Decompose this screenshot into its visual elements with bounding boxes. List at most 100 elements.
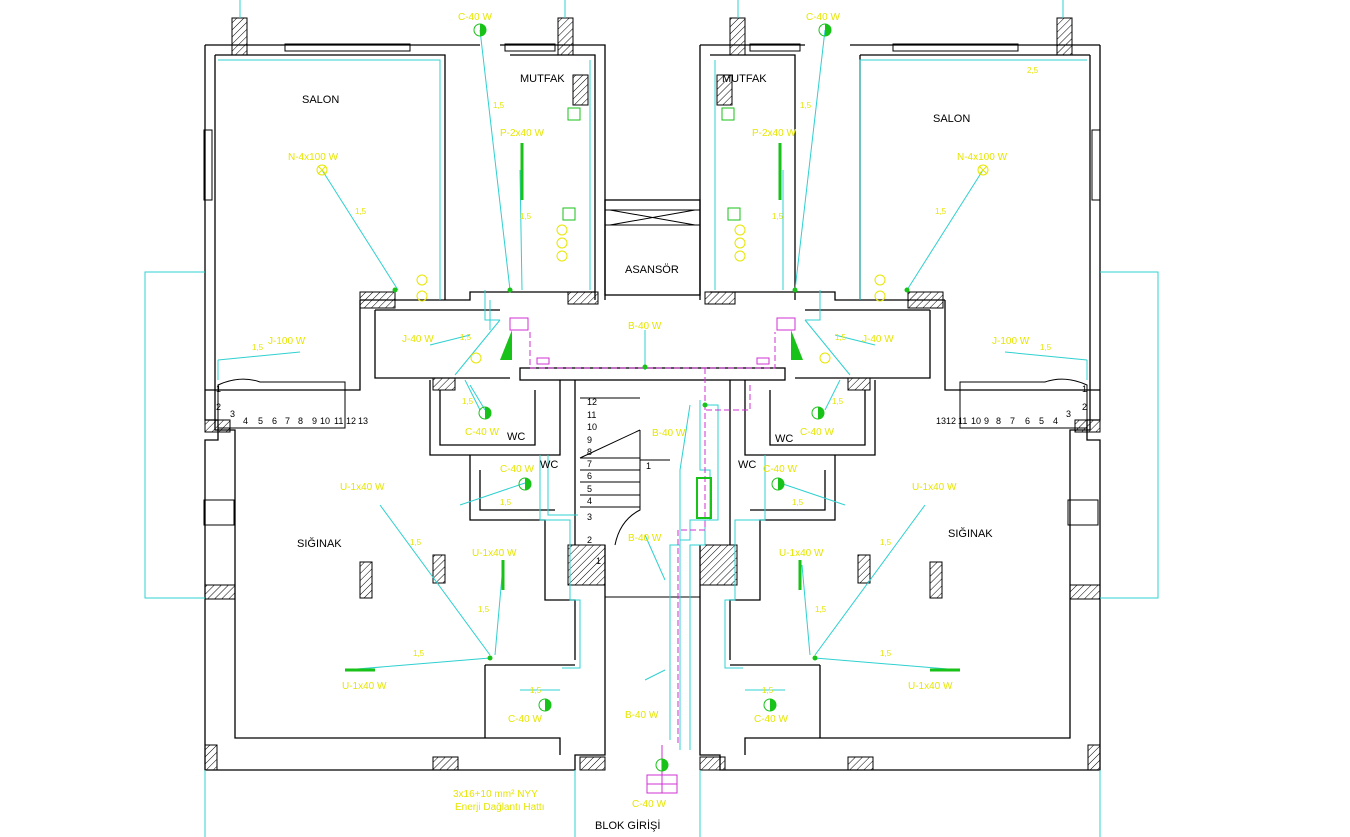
room-wc-right-2: WC — [738, 459, 756, 471]
section-label: 1,5 — [832, 397, 844, 406]
label-c40: C-40 W — [632, 799, 666, 810]
cable-section-labels: 1,5 1,5 1,5 1,5 1,5 1,5 2,5 1,5 1,5 1,5 … — [252, 66, 1052, 695]
stair-number: 11 — [958, 416, 967, 426]
stair-number: 1 — [1082, 384, 1087, 394]
stair-number: 12 — [346, 416, 356, 426]
stair-number: 1 — [646, 461, 651, 471]
structural-columns — [204, 17, 1101, 771]
stair-number: 3 — [587, 512, 592, 522]
label-u1x40: U-1x40 W — [340, 482, 385, 493]
section-label: 1,5 — [1040, 343, 1052, 352]
section-label: 1,5 — [500, 498, 512, 507]
label-b40: B-40 W — [628, 533, 662, 544]
stair-number: 10 — [587, 422, 597, 432]
fluorescent-fixtures — [345, 143, 960, 672]
stair-number: 12 — [946, 416, 956, 426]
stair-number: 5 — [258, 416, 263, 426]
stair-number: 3 — [230, 409, 235, 419]
stair-number: 2 — [1082, 402, 1087, 412]
section-label: 1,5 — [520, 212, 532, 221]
label-c40: C-40 W — [508, 714, 542, 725]
label-j100: J-100 W — [268, 336, 306, 347]
section-label: 1,5 — [880, 649, 892, 658]
section-label: 1,5 — [792, 498, 804, 507]
label-n4x100: N-4x100 W — [288, 152, 339, 163]
label-n4x100: N-4x100 W — [957, 152, 1008, 163]
section-label: 1,5 — [493, 101, 505, 110]
fixture-labels: C-40 W C-40 W P-2x40 W P-2x40 W N-4x100 … — [268, 12, 1030, 810]
stair-number: 6 — [272, 416, 277, 426]
feed-cable-spec: 3x16+10 mm² NYY — [453, 789, 538, 800]
label-u1x40: U-1x40 W — [912, 482, 957, 493]
stair-number: 5 — [587, 484, 592, 494]
label-u1x40: U-1x40 W — [472, 548, 517, 559]
supply-note: 3x16+10 mm² NYY Enerji Dağlantı Hattı — [453, 789, 545, 813]
section-label: 1,5 — [530, 686, 542, 695]
label-p2x40: P-2x40 W — [752, 128, 796, 139]
main-supply-line — [509, 317, 796, 794]
room-salon-right: SALON — [933, 113, 970, 125]
section-label: 1,5 — [478, 605, 490, 614]
stair-number: 10 — [971, 416, 981, 426]
balcony-outlines — [144, 0, 1159, 837]
label-u1x40: U-1x40 W — [779, 548, 824, 559]
stair-number: 6 — [587, 471, 592, 481]
section-label: 1,5 — [462, 397, 474, 406]
stair-number: 9 — [984, 416, 989, 426]
section-label: 1,5 — [355, 207, 367, 216]
room-asansor: ASANSÖR — [625, 264, 679, 276]
stair-number: 3 — [1066, 409, 1071, 419]
stair-number: 11 — [587, 410, 596, 420]
stair-number: 7 — [1010, 416, 1015, 426]
stair-number: 12 — [587, 397, 597, 407]
room-mutfak-right: MUTFAK — [722, 73, 767, 85]
room-wc-left: WC — [507, 431, 525, 443]
stair-number: 5 — [1039, 416, 1044, 426]
stair-number: 10 — [320, 416, 330, 426]
room-wc-right: WC — [775, 433, 793, 445]
label-c40: C-40 W — [458, 12, 492, 23]
label-u1x40: U-1x40 W — [342, 681, 387, 692]
stair-number: 8 — [298, 416, 303, 426]
stair-number: 9 — [587, 435, 592, 445]
stair-number: 1 — [216, 384, 221, 394]
label-c40: C-40 W — [800, 427, 834, 438]
room-siginak-right: SIĞINAK — [948, 527, 993, 540]
ceiling-lamps — [316, 23, 989, 772]
stair-number: 13 — [358, 416, 368, 426]
section-label: 1,5 — [815, 605, 827, 614]
section-label: 1,5 — [460, 333, 472, 342]
building-walls — [204, 44, 1101, 771]
stair-number: 4 — [1053, 416, 1058, 426]
stair-number: 2 — [587, 535, 592, 545]
stair-number: 4 — [587, 496, 592, 506]
label-u1x40: U-1x40 W — [908, 681, 953, 692]
stair-numbers-left: 1 2 3 4 5 6 7 8 9 10 11 12 13 — [216, 384, 368, 426]
section-label: 1,5 — [835, 333, 847, 342]
room-blok-girisi: BLOK GİRİŞİ — [595, 819, 660, 832]
label-c40: C-40 W — [465, 427, 499, 438]
section-label: 1,5 — [935, 207, 947, 216]
label-j40: J-40 W — [862, 334, 894, 345]
room-siginak-left: SIĞINAK — [297, 537, 342, 550]
label-p2x40: P-2x40 W — [500, 128, 544, 139]
stair-number: 4 — [243, 416, 248, 426]
section-label: 1,5 — [772, 212, 784, 221]
stair-number: 13 — [936, 416, 946, 426]
label-b40: B-40 W — [625, 710, 659, 721]
room-labels: SALON SALON MUTFAK MUTFAK ASANSÖR WC WC … — [297, 73, 993, 832]
feed-cable-desc: Enerji Dağlantı Hattı — [455, 802, 545, 813]
room-wc-left-2: WC — [540, 459, 558, 471]
section-label: 1,5 — [410, 538, 422, 547]
stair-number: 8 — [587, 447, 592, 457]
stair-number: 6 — [1025, 416, 1030, 426]
section-label: 1,5 — [800, 101, 812, 110]
stair-number: 7 — [587, 459, 592, 469]
stair-number: 11 — [334, 416, 343, 426]
section-label: 2,5 — [1027, 66, 1039, 75]
stair-number: 9 — [312, 416, 317, 426]
stair-numbers-center: 12 11 10 9 8 7 6 5 4 3 2 1 1 — [587, 397, 651, 566]
room-salon-left: SALON — [302, 94, 339, 106]
section-label: 1,5 — [762, 686, 774, 695]
